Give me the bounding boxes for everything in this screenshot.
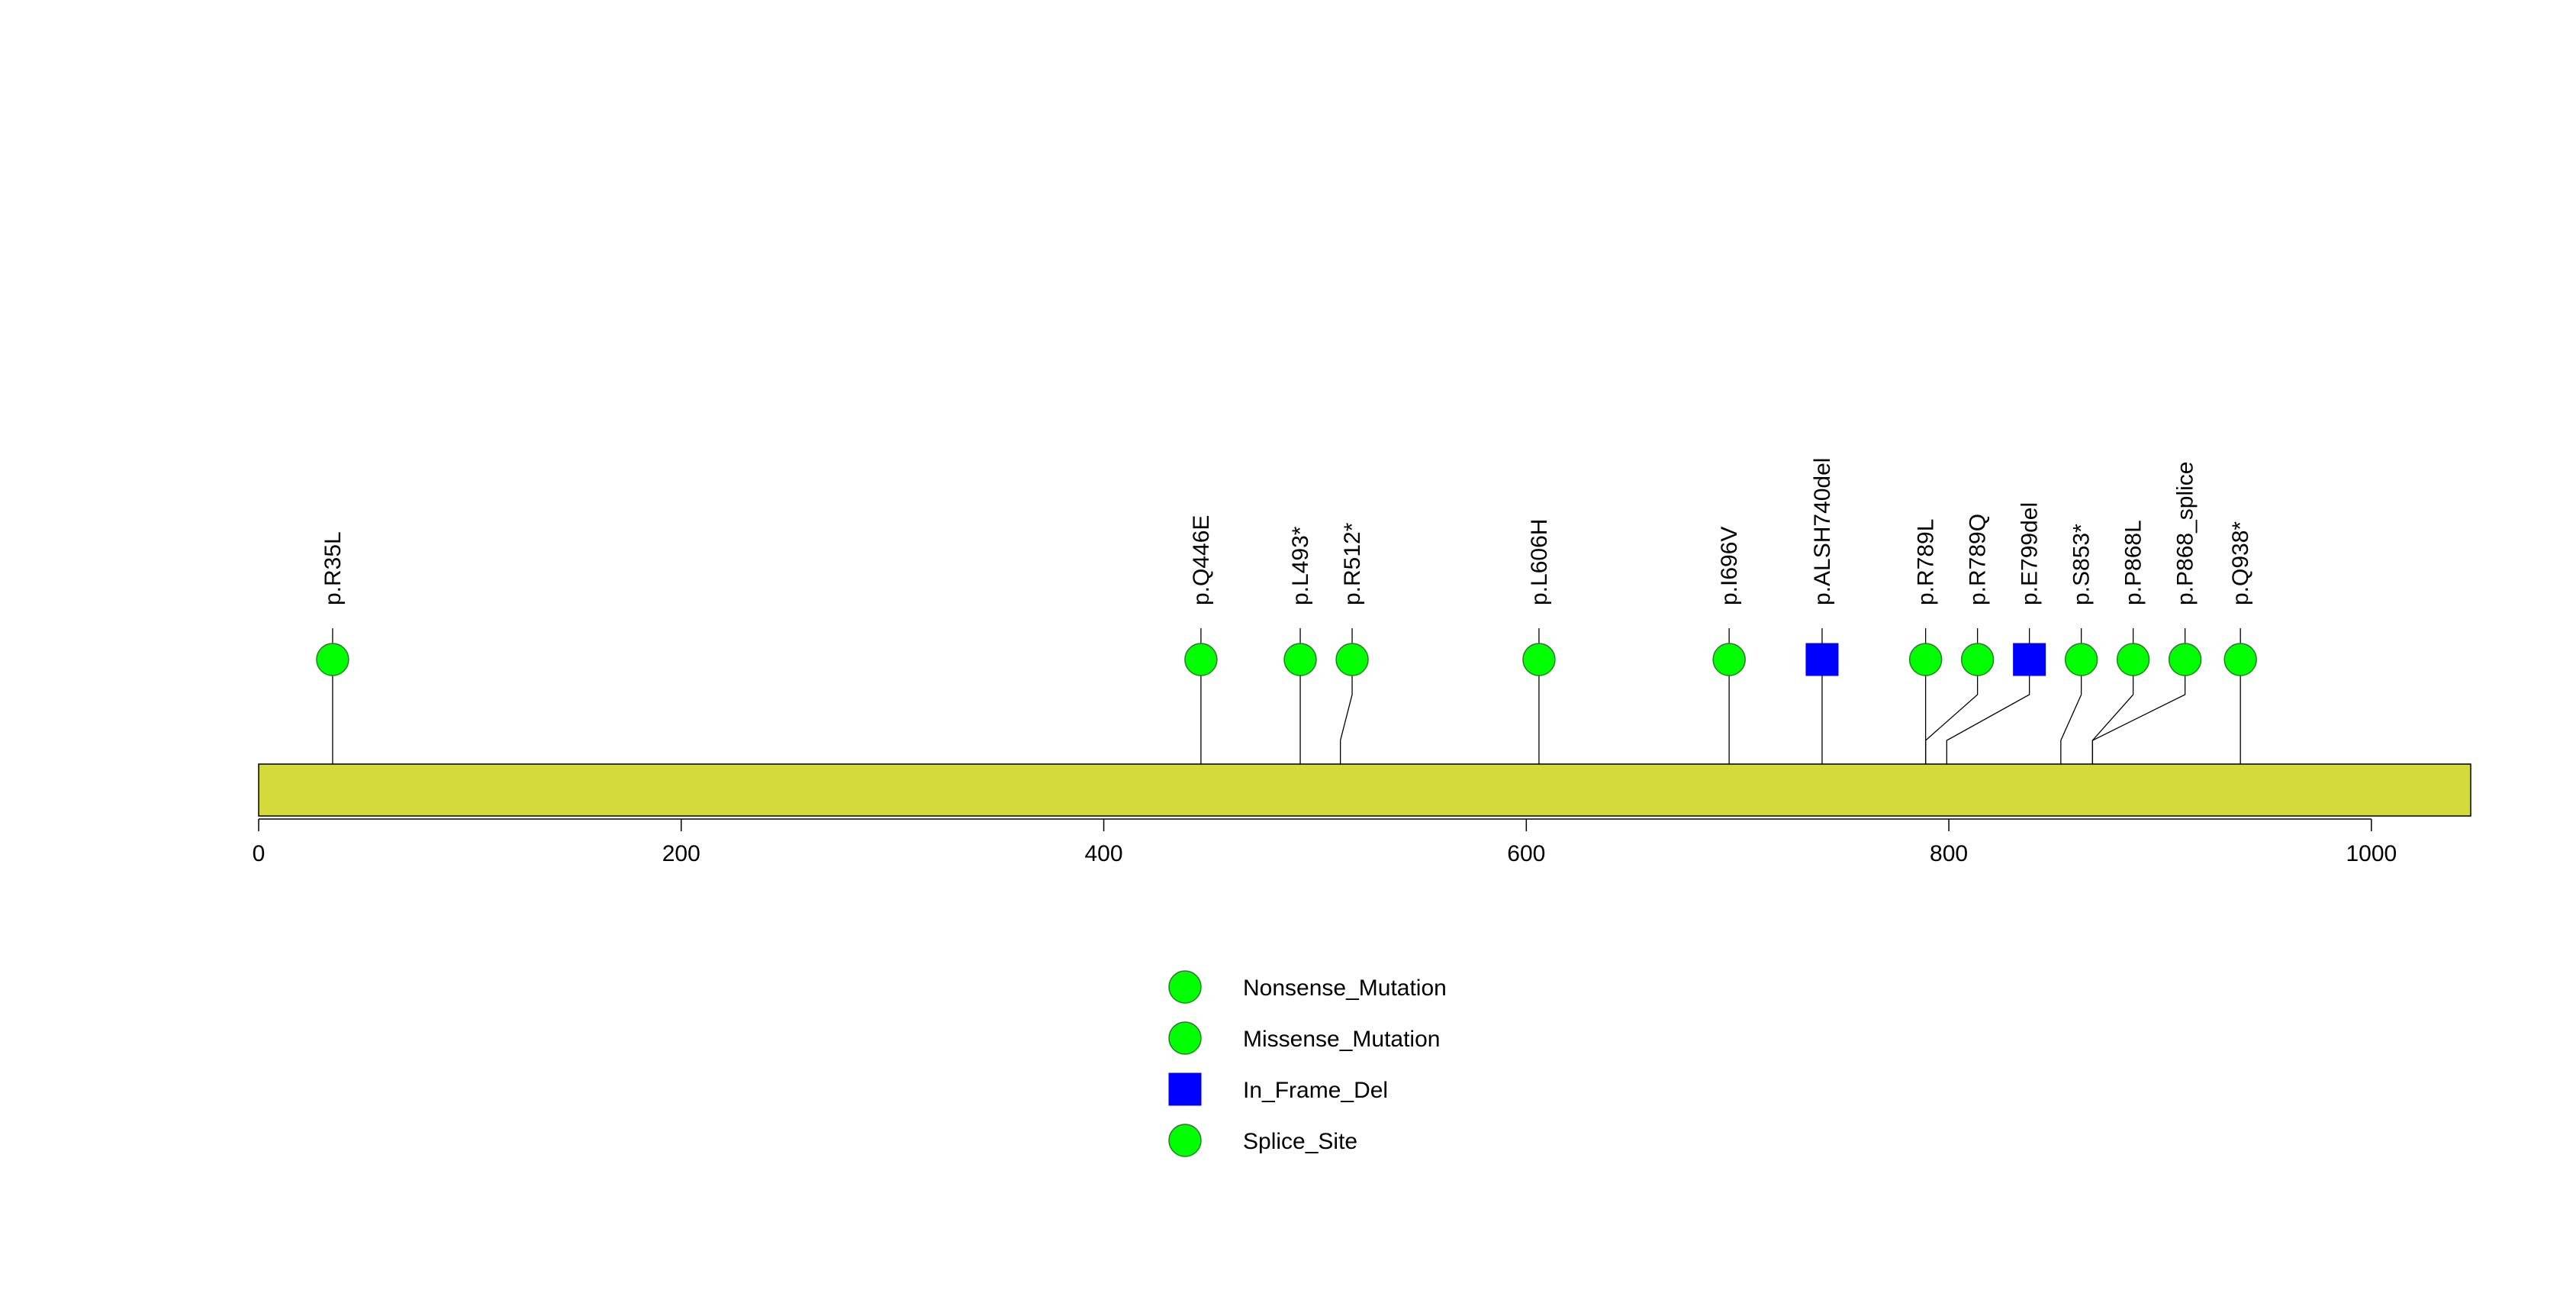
legend-swatch-circle: [1168, 1021, 1202, 1055]
mutation-marker-circle: [316, 643, 349, 676]
legend-label: Nonsense_Mutation: [1243, 976, 1447, 1001]
mutation-label: p.R512*: [1340, 522, 1365, 605]
mutation-marker-circle: [2168, 643, 2202, 676]
mutation-label: p.Q446E: [1189, 515, 1214, 605]
x-tick-label: 0: [253, 841, 266, 866]
mutation-marker-circle: [1184, 643, 1218, 676]
x-tick-label: 1000: [2346, 841, 2397, 866]
mutation-marker-circle: [2223, 643, 2257, 676]
x-tick-label: 600: [1507, 841, 1545, 866]
legend-label: Splice_Site: [1243, 1129, 1357, 1154]
mutation-marker-circle: [1283, 643, 1317, 676]
mutation-marker-circle: [1522, 643, 1556, 676]
mutation-label: p.P868_splice: [2173, 462, 2198, 605]
legend: Nonsense_MutationMissense_MutationIn_Fra…: [1168, 970, 1447, 1157]
mutation-label: p.I696V: [1717, 527, 1742, 605]
mutation-labels: p.R35L p.Q446E p.L493* p.R512* p.L606H p.I696…: [320, 458, 2253, 605]
mutation-marker-circle: [1960, 643, 1995, 676]
protein-bar: [258, 763, 2471, 817]
legend-swatch-circle: [1168, 970, 1202, 1004]
mutation-label: p.L493*: [1288, 526, 1313, 605]
mutation-label: p.R789L: [1914, 519, 1939, 605]
mutation-label: p.R35L: [320, 531, 346, 605]
legend-swatch-square: [1168, 1072, 1202, 1106]
mutation-marker-circle: [2064, 643, 2098, 676]
mutation-marker-circle: [2116, 643, 2150, 676]
mutation-label: p.P868L: [2121, 520, 2146, 605]
legend-label: In_Frame_Del: [1243, 1078, 1388, 1103]
mutation-marker-circle: [1908, 643, 1943, 676]
mutation-label: p.S853*: [2069, 524, 2095, 605]
legend-swatch-circle: [1168, 1124, 1202, 1157]
mutation-marker-circle: [1712, 643, 1746, 676]
x-axis: 0 200 400 600 800 1000: [253, 818, 2397, 866]
x-tick-label: 800: [1930, 841, 1968, 866]
x-tick-label: 400: [1085, 841, 1123, 866]
mutation-marker-circle: [1335, 643, 1369, 676]
mutation-marker-square: [1805, 643, 1839, 676]
x-tick-label: 200: [662, 841, 700, 866]
mutation-label: p.Q938*: [2228, 521, 2253, 605]
mutation-markers: [316, 643, 2257, 676]
mutation-label: p.L606H: [1527, 519, 1552, 605]
mutation-label: p.R789Q: [1966, 514, 1991, 605]
legend-label: Missense_Mutation: [1243, 1027, 1440, 1052]
mutation-label: p.E799del: [2017, 502, 2043, 605]
mutation-marker-square: [2013, 643, 2046, 676]
mutation-label: p.ALSH740del: [1810, 458, 1835, 605]
